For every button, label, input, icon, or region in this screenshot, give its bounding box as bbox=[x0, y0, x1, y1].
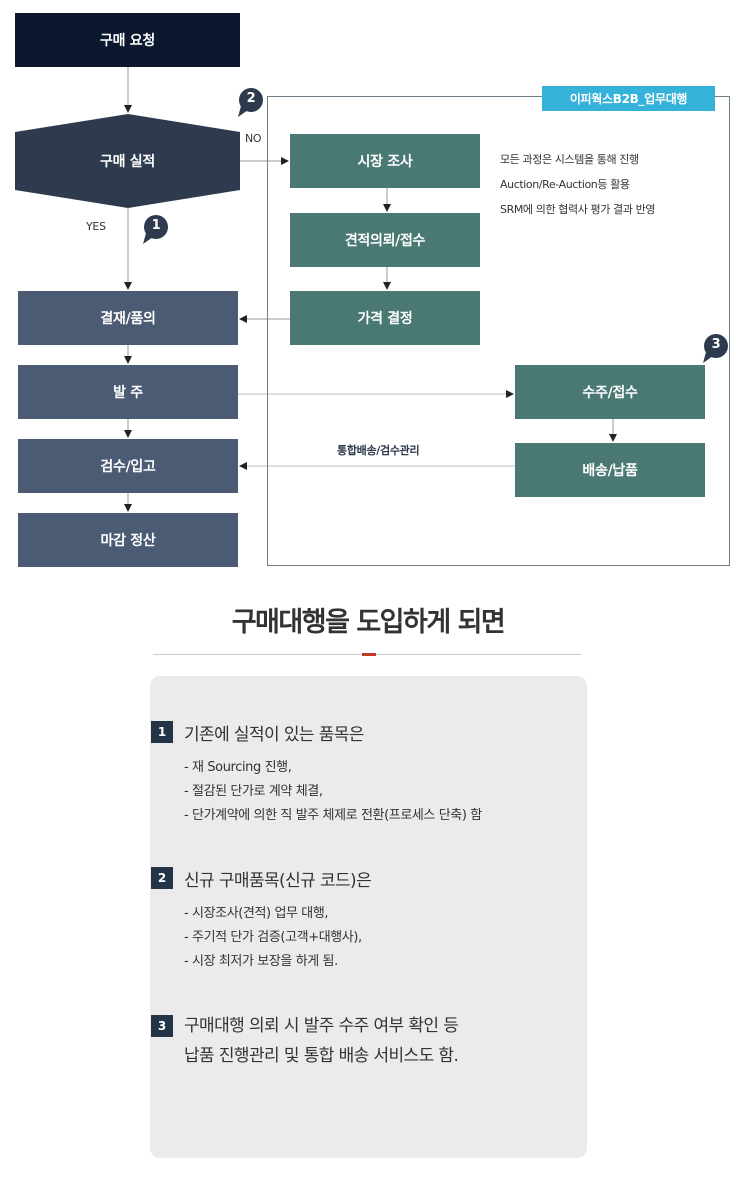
quote-request-box: 견적의뢰/접수 bbox=[290, 213, 480, 267]
vendor-process-frame bbox=[267, 96, 730, 566]
price-decision-box: 가격 결정 bbox=[290, 291, 480, 345]
closing-settlement-box: 마감 정산 bbox=[18, 513, 238, 567]
bullet-line: - 절감된 단가로 계약 체결, bbox=[184, 784, 323, 799]
note-line: Auction/Re-Auction등 활용 bbox=[500, 178, 630, 191]
item-bullets: - 재 Sourcing 진행, - 절감된 단가로 계약 체결, - 단가계약… bbox=[184, 756, 482, 828]
badge-3-number: 3 bbox=[711, 337, 721, 352]
badge-2-shape bbox=[238, 88, 263, 117]
bullet-line: - 주기적 단가 검증(고객+대행사), bbox=[184, 930, 362, 945]
purchase-record-decision: 구매 실적 bbox=[100, 154, 155, 170]
item-heading: 구매대행 의뢰 시 발주 수주 여부 확인 등 납품 진행관리 및 통합 배송 … bbox=[184, 1011, 459, 1071]
decision-shape bbox=[15, 114, 240, 208]
order-receipt-box: 수주/접수 bbox=[515, 365, 705, 419]
item-number: 3 bbox=[151, 1015, 173, 1037]
purchase-request-box: 구매 요청 bbox=[15, 13, 240, 67]
bullet-line: - 시장 최저가 보장을 하게 됨. bbox=[184, 954, 338, 969]
item-heading: 기존에 실적이 있는 품목은 bbox=[184, 725, 364, 745]
badge-3-shape bbox=[703, 334, 728, 363]
market-research-box: 시장 조사 bbox=[290, 134, 480, 188]
approval-box: 결재/품의 bbox=[18, 291, 238, 345]
item-number: 2 bbox=[151, 867, 173, 889]
badge-1-number: 1 bbox=[151, 218, 161, 233]
benefits-card bbox=[150, 676, 587, 1158]
heading-line: 납품 진행관리 및 통합 배송 서비스도 함. bbox=[184, 1046, 459, 1066]
badge-1-shape bbox=[143, 215, 168, 244]
bullet-line: - 단가계약에 의한 직 발주 체제로 전환(프로세스 단축) 함 bbox=[184, 808, 482, 823]
delivery-box: 배송/납품 bbox=[515, 443, 705, 497]
flow-connectors bbox=[15, 67, 728, 512]
bullet-line: - 재 Sourcing 진행, bbox=[184, 760, 292, 775]
heading-line: 구매대행 의뢰 시 발주 수주 여부 확인 등 bbox=[184, 1016, 459, 1036]
order-box: 발 주 bbox=[18, 365, 238, 419]
item-bullets: - 시장조사(견적) 업무 대행, - 주기적 단가 검증(고객+대행사), -… bbox=[184, 902, 362, 974]
section-title: 구매대행을 도입하게 되면 bbox=[231, 607, 506, 638]
delivery-label: 통합배송/검수관리 bbox=[337, 444, 420, 457]
note-line: SRM에 의한 협력사 평가 결과 반영 bbox=[500, 203, 656, 216]
vendor-frame-title: 이피웍스B2B_업무대행 bbox=[542, 86, 715, 111]
inspection-box: 검수/입고 bbox=[18, 439, 238, 493]
note-line: 모든 과정은 시스템을 통해 진행 bbox=[500, 153, 639, 166]
badge-2-number: 2 bbox=[246, 91, 256, 106]
bullet-line: - 시장조사(견적) 업무 대행, bbox=[184, 906, 329, 921]
item-number: 1 bbox=[151, 721, 173, 743]
no-label: NO bbox=[245, 132, 262, 145]
item-heading: 신규 구매품목(신규 코드)은 bbox=[184, 871, 372, 891]
yes-label: YES bbox=[86, 220, 106, 233]
process-notes: 모든 과정은 시스템을 통해 진행 Auction/Re-Auction등 활용… bbox=[500, 150, 655, 225]
title-accent bbox=[362, 653, 376, 656]
